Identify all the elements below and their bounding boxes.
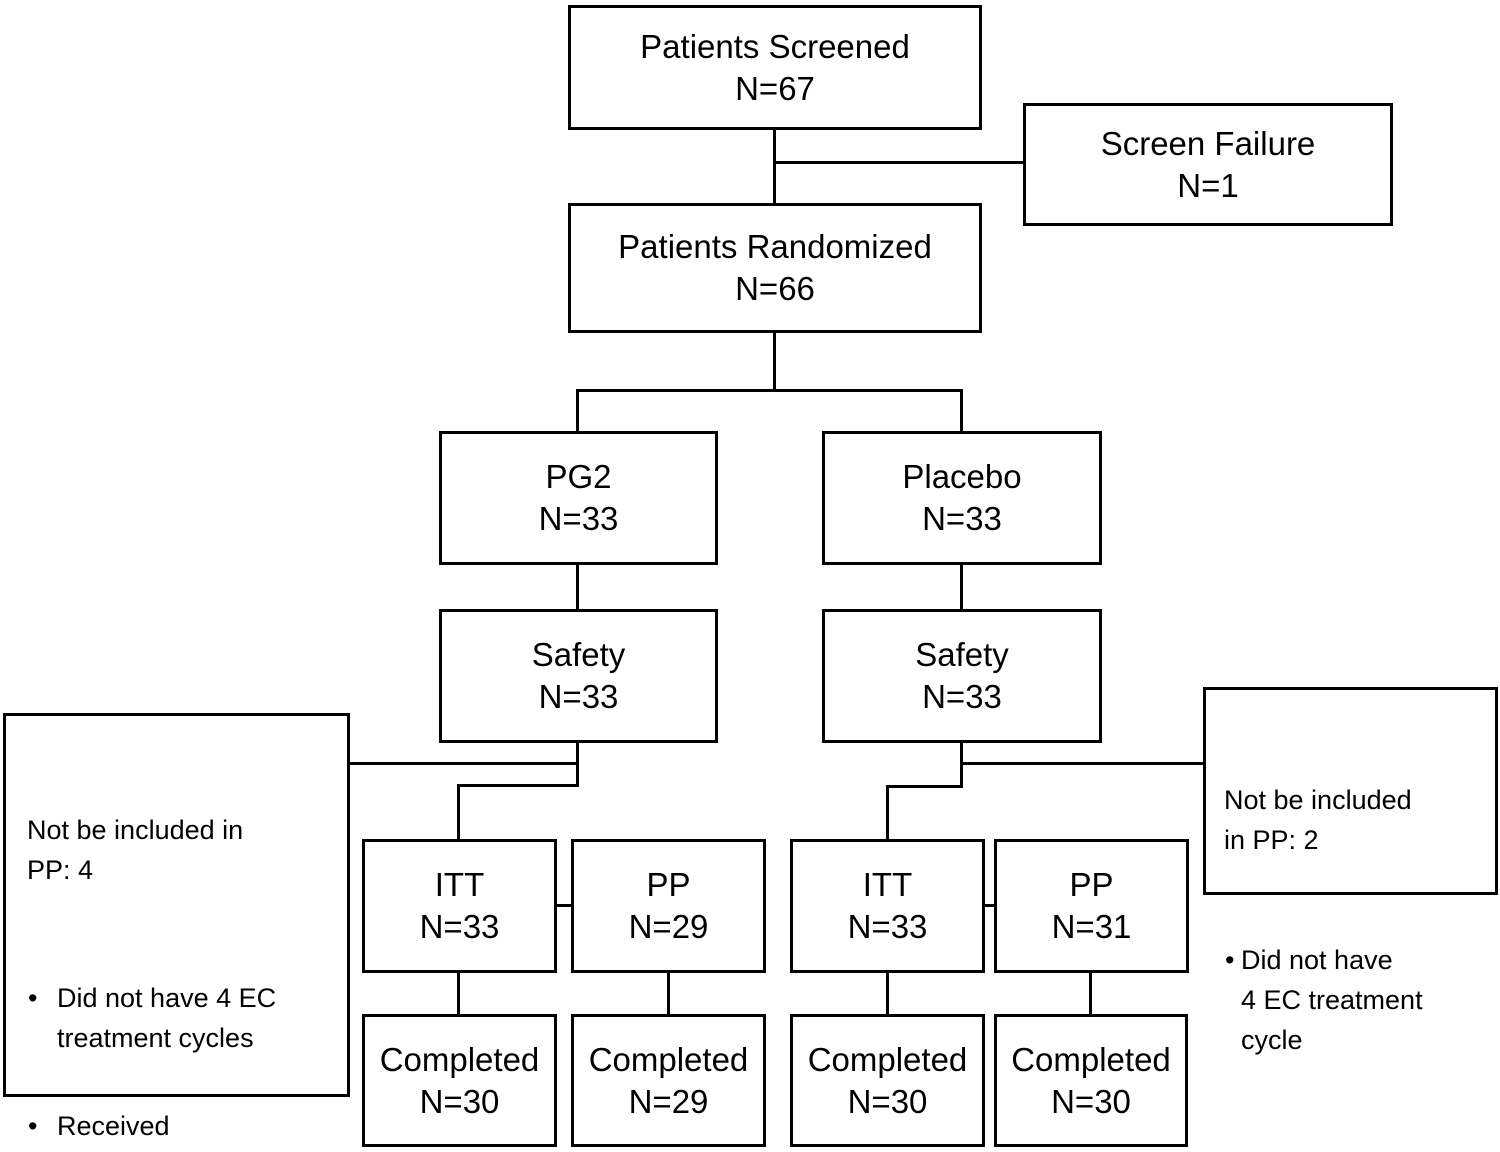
- connector-itt-pp-placebo: [983, 904, 996, 907]
- note-bullet: Did not have 4 EC treatment cycles: [27, 978, 339, 1058]
- connector-pp-pg2-to-completed: [667, 971, 670, 1016]
- box-count: N=30: [1051, 1082, 1131, 1120]
- box-patients-randomized: Patients Randomized N=66: [568, 203, 982, 333]
- connector-screened-to-randomized: [773, 128, 776, 205]
- box-safety-pg2: Safety N=33: [439, 609, 718, 743]
- connector-itt-pp-pg2: [555, 904, 573, 907]
- connector-step-right: [886, 785, 963, 788]
- box-label: ITT: [862, 866, 913, 903]
- box-label: ITT: [434, 866, 485, 903]
- box-count: N=31: [1051, 908, 1132, 945]
- box-itt-pg2: ITT N=33: [362, 839, 557, 973]
- box-arm-pg2: PG2 N=33: [439, 431, 718, 565]
- connector-itt-pg2-to-completed: [457, 971, 460, 1016]
- box-safety-placebo: Safety N=33: [822, 609, 1102, 743]
- box-count: N=67: [735, 69, 815, 107]
- box-label: Safety: [531, 636, 626, 673]
- box-completed-itt-placebo: Completed N=30: [790, 1014, 985, 1147]
- note-excluded-pp-pg2: Not be included in PP: 4 Did not have 4 …: [3, 713, 350, 1152]
- box-count: N=33: [922, 500, 1002, 537]
- connector-to-right-note: [961, 762, 1205, 765]
- box-count: N=66: [735, 270, 815, 307]
- box-completed-pp-placebo: Completed N=30: [994, 1014, 1188, 1147]
- note-bullet-list: Did not have 4 EC treatment cycle: [1224, 900, 1489, 1100]
- box-label: Screen Failure: [1100, 124, 1316, 162]
- box-label: Completed: [807, 1040, 968, 1078]
- box-count: N=33: [847, 908, 928, 945]
- box-count: N=33: [538, 678, 619, 715]
- box-patients-screened: Patients Screened N=67: [568, 5, 982, 130]
- box-label: Completed: [379, 1040, 540, 1078]
- box-pp-pg2: PP N=29: [571, 839, 766, 973]
- connector-split-to-pg2: [576, 389, 579, 433]
- note-title: Not be included in PP: 4: [27, 815, 244, 885]
- box-arm-placebo: Placebo N=33: [822, 431, 1102, 565]
- box-label: Placebo: [902, 458, 1022, 495]
- box-count: N=33: [922, 678, 1002, 715]
- connector-randomized-down: [773, 331, 776, 391]
- note-bullet: Did not have 4 EC treatment cycle: [1224, 940, 1489, 1060]
- box-label: PP: [646, 866, 691, 903]
- connector-to-itt-placebo: [886, 785, 889, 841]
- box-count: N=29: [628, 1082, 709, 1120]
- box-count: N=30: [419, 1082, 500, 1120]
- box-count: N=33: [419, 908, 500, 945]
- box-label: Safety: [915, 636, 1009, 673]
- connector-to-itt-pg2: [457, 784, 460, 841]
- connector-placebo-to-safety: [960, 563, 963, 611]
- connector-step-left: [457, 784, 579, 787]
- box-label: Patients Randomized: [618, 228, 932, 265]
- note-title: Not be included in PP: 2: [1224, 785, 1412, 855]
- box-label: Patients Screened: [640, 27, 910, 65]
- connector-pp-placebo-to-completed: [1089, 971, 1092, 1016]
- box-label: Completed: [1011, 1040, 1171, 1078]
- box-count: N=1: [1177, 166, 1239, 204]
- box-label: PP: [1069, 866, 1114, 903]
- box-count: N=29: [628, 908, 709, 945]
- note-bullet: Received prohibited concomitant medicati…: [27, 1106, 339, 1152]
- box-completed-pp-pg2: Completed N=29: [571, 1014, 766, 1147]
- note-bullet-list: Did not have 4 EC treatment cycles Recei…: [27, 930, 339, 1152]
- box-count: N=30: [847, 1082, 928, 1120]
- note-excluded-pp-placebo: Not be included in PP: 2 Did not have 4 …: [1203, 687, 1498, 1055]
- box-completed-itt-pg2: Completed N=30: [362, 1014, 557, 1147]
- box-pp-placebo: PP N=31: [994, 839, 1189, 973]
- connector-to-screen-failure: [774, 161, 1025, 164]
- connector-itt-placebo-to-completed: [886, 971, 889, 1016]
- connector-pg2-to-safety: [576, 563, 579, 611]
- box-screen-failure: Screen Failure N=1: [1023, 103, 1393, 226]
- box-count: N=33: [538, 500, 619, 537]
- connector-split-bar: [576, 389, 963, 392]
- connector-to-left-note: [348, 762, 579, 765]
- box-itt-placebo: ITT N=33: [790, 839, 985, 973]
- box-label: PG2: [545, 458, 612, 495]
- box-label: Completed: [588, 1040, 749, 1078]
- connector-split-to-placebo: [960, 389, 963, 433]
